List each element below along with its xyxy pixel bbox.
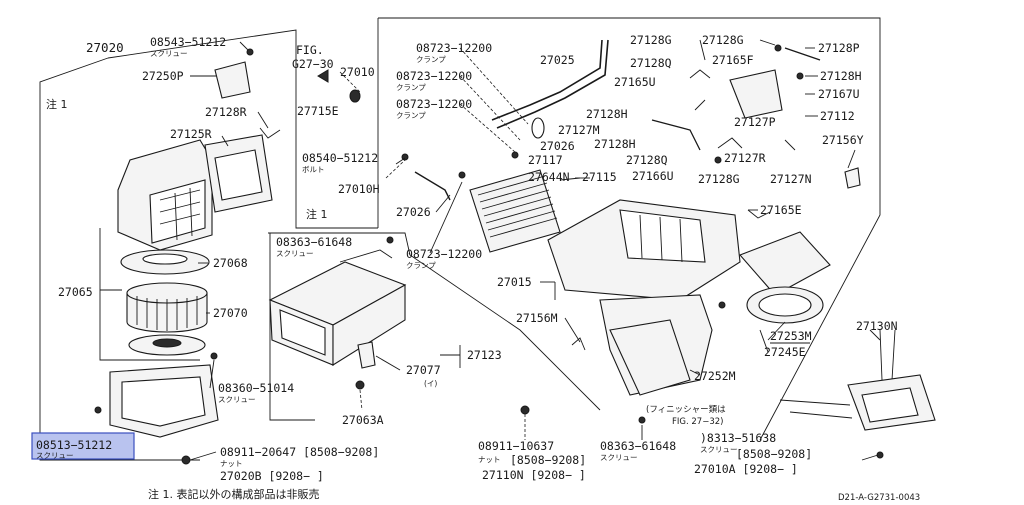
label-08543-sub: スクリュー (150, 49, 188, 58)
label-08513-51212[interactable]: 08513−51212 (36, 438, 112, 452)
label-27123: 27123 (467, 348, 502, 362)
label-27068: 27068 (213, 256, 248, 270)
label-27165F: 27165F (712, 53, 754, 67)
label-27063A: 27063A (342, 413, 384, 427)
label-27128G-2: 27128G (702, 33, 744, 47)
label-clamp-4-sub: クランプ (406, 261, 436, 270)
label-27127P: 27127P (734, 115, 776, 129)
label-27026-mid: 27026 (396, 205, 431, 219)
label-08513-sub: スクリュー (36, 451, 74, 460)
label-fig-ref: G27−30 (292, 57, 334, 71)
label-27112: 27112 (820, 109, 855, 123)
label-clamp-1: 08723−12200 (416, 41, 492, 55)
blower-unit (94, 48, 281, 465)
label-27644N: 27644N (528, 170, 570, 184)
label-27070: 27070 (213, 306, 248, 320)
label-27128P: 27128P (818, 41, 860, 55)
label-finisher-fig: FIG. 27−32) (672, 417, 723, 427)
heater-case (520, 199, 741, 424)
label-27128G-3: 27128G (698, 172, 740, 186)
label-27166U: 27166U (632, 169, 674, 183)
label-27245E: 27245E (764, 345, 806, 359)
label-08540-sub: ボルト (302, 165, 325, 174)
label-27010H: 27010H (338, 182, 380, 196)
label-clamp-3-sub: クランプ (396, 111, 426, 120)
label-08911-sub: ナット (220, 459, 243, 468)
label-27165E: 27165E (760, 203, 802, 217)
label-08911-b-sub: ナット (478, 455, 501, 464)
label-08911-20647: 08911−20647 [8508−9208] (220, 445, 379, 459)
label-27128H-2: 27128H (586, 107, 628, 121)
label-08363-a-sub: スクリュー (276, 249, 314, 258)
center-duct (268, 236, 407, 390)
label-27125R: 27125R (170, 127, 212, 141)
label-27127R: 27127R (724, 151, 766, 165)
label-08360-sub: スクリュー (218, 395, 256, 404)
label-27077: 27077 (406, 363, 441, 377)
drawing-code: D21-A-G2731-0043 (838, 493, 920, 503)
highlight-box (31, 432, 135, 460)
label-27127N: 27127N (770, 172, 812, 186)
control-assembly (779, 329, 936, 459)
label-27115: 27115 (582, 170, 617, 184)
label-fig: FIG. (296, 43, 324, 57)
label-27128Q-1: 27128Q (630, 56, 672, 70)
label-27015: 27015 (497, 275, 532, 289)
label-27128G-1: 27128G (630, 33, 672, 47)
label-27128R: 27128R (205, 105, 247, 119)
label-08363-61648-b: 08363−61648 (600, 439, 676, 453)
label-27156Y: 27156Y (822, 133, 864, 147)
label-27128H-3: 27128H (594, 137, 636, 151)
label-clamp-1-sub: クランプ (416, 55, 446, 64)
note-1-left: 注 1 (46, 97, 68, 111)
label-27253M: 27253M (770, 329, 812, 343)
label-clamp-3: 08723−12200 (396, 97, 472, 111)
leader-lines (189, 39, 881, 461)
label-08540-51212: 08540−51212 (302, 151, 378, 165)
label-27165U: 27165U (614, 75, 656, 89)
label-27065: 27065 (58, 285, 93, 299)
label-finisher: (フィニッシャー類は (646, 404, 726, 415)
label-27128H-1: 27128H (820, 69, 862, 83)
part-labels: 27020 08543−51212 スクリュー 27250P 注 1 27128… (31, 33, 920, 503)
label-08363-61648-a: 08363−61648 (276, 235, 352, 249)
label-27026-top: 27026 (540, 139, 575, 153)
label-08313-51638: )8313−51638 (700, 431, 776, 445)
label-27117: 27117 (528, 153, 563, 167)
group-boundaries (39, 17, 881, 461)
label-27156M: 27156M (516, 311, 558, 325)
footnote: 注 1. 表記以外の構成部品は非販売 (148, 487, 320, 501)
label-08363-b-sub: スクリュー (600, 453, 638, 462)
label-27110N: 27110N [9208− ] (482, 468, 586, 482)
label-27020B: 27020B [9208− ] (220, 469, 324, 483)
label-27025: 27025 (540, 53, 575, 67)
label-clamp-2-sub: クランプ (396, 83, 426, 92)
side-duct (739, 231, 831, 324)
label-08360-51014: 08360−51014 (218, 381, 294, 395)
door-linkage (651, 44, 861, 219)
label-27128Q-2: 27128Q (626, 153, 668, 167)
label-27167U: 27167U (818, 87, 860, 101)
label-27020: 27020 (86, 40, 124, 55)
label-08313-sub: スクリュー (700, 445, 738, 454)
label-08911-b-range: [8508−9208] (510, 453, 586, 467)
label-clamp-2: 08723−12200 (396, 69, 472, 83)
label-27077-sub: (イ) (424, 379, 437, 388)
label-08313-range: [8508−9208] (736, 447, 812, 461)
label-27010: 27010 (340, 65, 375, 79)
label-27127M: 27127M (558, 123, 600, 137)
label-08543-51212: 08543−51212 (150, 35, 226, 49)
heater-core (317, 39, 609, 253)
label-27252M: 27252M (694, 369, 736, 383)
label-27250P: 27250P (142, 69, 184, 83)
label-27715E: 27715E (297, 104, 339, 118)
label-clamp-4: 08723−12200 (406, 247, 482, 261)
note-1-center: 注 1 (306, 207, 328, 221)
label-27130N: 27130N (856, 319, 898, 333)
label-27010A: 27010A [9208− ] (694, 462, 798, 476)
label-08911-10637: 08911−10637 (478, 439, 554, 453)
